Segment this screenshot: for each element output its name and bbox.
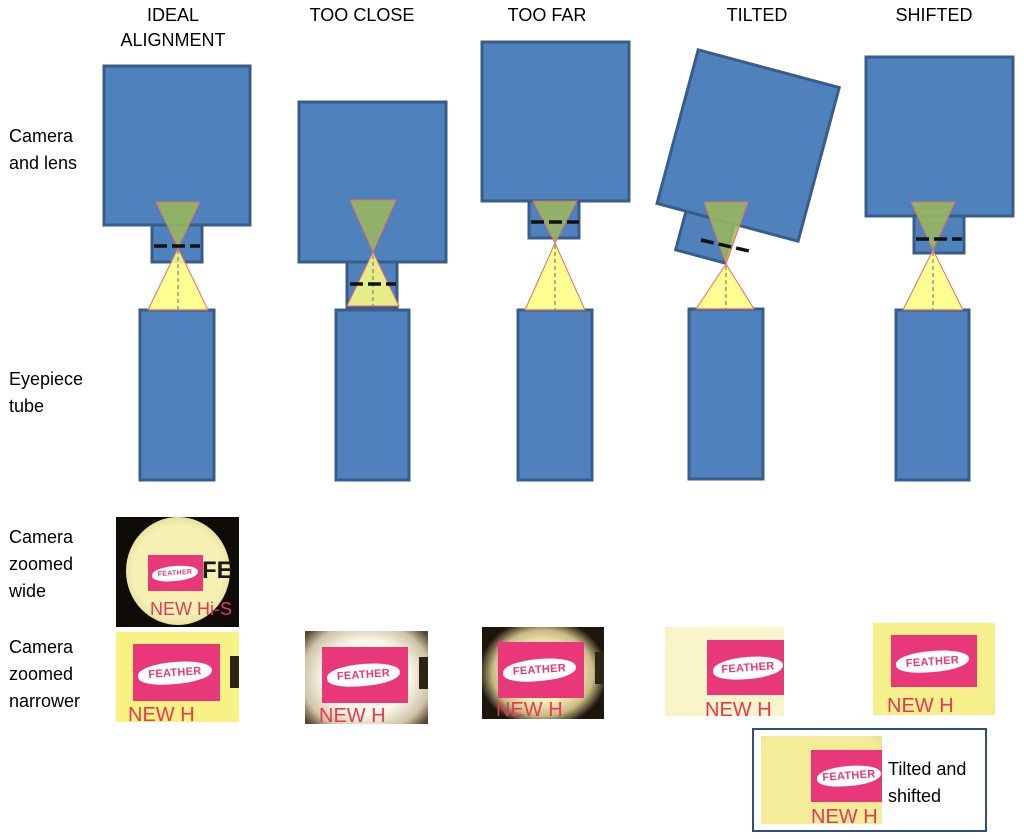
photo-ideal-wide-feather-text: FEATHER bbox=[157, 568, 193, 579]
photo-tilted-narrow: FEATHER NEW H bbox=[665, 627, 784, 716]
column-header-too-close: TOO CLOSE bbox=[309, 5, 415, 25]
shifted-eyepiece-tube bbox=[894, 308, 971, 482]
photo-tilted-red-text: NEW H bbox=[705, 699, 772, 716]
too-close-light-cone-top bbox=[349, 199, 397, 254]
column-header-tilted: TILTED bbox=[726, 5, 788, 25]
ideal-alignment-column bbox=[102, 64, 252, 482]
row-label-zoomed-narrower: Camera zoomed narrower bbox=[9, 634, 80, 715]
photo-shifted-feather-text: FEATHER bbox=[905, 653, 960, 670]
row-label-camera: Camera and lens bbox=[9, 123, 77, 177]
shifted-light-cone-top bbox=[910, 201, 956, 252]
shifted-column bbox=[864, 55, 1015, 482]
row-label-camera-line2: and lens bbox=[9, 153, 78, 173]
row-label-zoomed-wide: Camera zoomed wide bbox=[9, 524, 73, 605]
photo-tilted-feather-text: FEATHER bbox=[721, 660, 775, 676]
column-header-too-far: TOO FAR bbox=[507, 5, 587, 25]
photo-ideal-narrow: FEATHER NEW H bbox=[116, 632, 239, 722]
tilted-light-cone-bottom bbox=[695, 263, 755, 310]
photo-shifted-red-text: NEW H bbox=[887, 695, 954, 715]
row-label-camera-line1: Camera bbox=[9, 126, 74, 146]
callout-label-line1: Tilted and bbox=[888, 759, 967, 779]
too-far-column bbox=[480, 40, 631, 482]
row-label-narrow-line1: Camera bbox=[9, 637, 74, 657]
photo-too-close-narrow: FEATHER NEW H bbox=[305, 631, 428, 724]
callout-label: Tilted and shifted bbox=[888, 756, 983, 810]
photo-shifted-narrow: FEATHER NEW H bbox=[873, 623, 995, 715]
photo-ideal-narrow-dark-block bbox=[230, 656, 239, 688]
ideal-light-cone-top bbox=[155, 201, 201, 250]
too-far-camera-body bbox=[480, 40, 631, 203]
too-far-eyepiece-tube bbox=[516, 308, 594, 482]
shifted-camera-body bbox=[864, 55, 1015, 218]
alignment-diagram bbox=[102, 40, 1015, 482]
too-close-column bbox=[297, 100, 448, 482]
tilted-eyepiece-tube bbox=[687, 307, 765, 481]
photo-too-far-red-text: NEW H bbox=[496, 699, 563, 719]
photo-tilted-and-shifted: FEATHER NEW H bbox=[761, 736, 882, 824]
row-label-narrow-line2: zoomed bbox=[9, 664, 74, 684]
column-header-ideal-line2: ALIGNMENT bbox=[120, 30, 226, 50]
photo-too-close-dark-block bbox=[419, 657, 428, 689]
tilted-and-shifted-callout bbox=[752, 728, 987, 832]
row-label-wide-line3: wide bbox=[9, 581, 47, 601]
column-header-ideal-line1: IDEAL bbox=[146, 5, 200, 25]
column-header-ideal: IDEAL ALIGNMENT bbox=[98, 3, 248, 53]
tilted-sensor-plane bbox=[700, 238, 750, 253]
callout-label-line2: shifted bbox=[888, 786, 942, 806]
row-label-eyepiece-line1: Eyepiece bbox=[9, 369, 84, 389]
row-label-eyepiece-line2: tube bbox=[9, 396, 45, 416]
photo-tilted-and-shifted-feather-text: FEATHER bbox=[822, 768, 876, 784]
photo-too-far-feather-text: FEATHER bbox=[512, 662, 567, 678]
row-label-eyepiece: Eyepiece tube bbox=[9, 366, 83, 420]
photo-too-close-red-text: NEW H bbox=[319, 705, 386, 724]
photo-too-far-narrow: FEATHER NEW H bbox=[482, 627, 604, 719]
row-label-wide-line2: zoomed bbox=[9, 554, 74, 574]
photo-ideal-narrow-red-text: NEW H bbox=[128, 704, 195, 722]
ideal-eyepiece-tube bbox=[138, 308, 216, 482]
tilted-column bbox=[655, 47, 842, 481]
photo-ideal-wide-red-text: NEW Hi-S bbox=[150, 599, 232, 619]
photo-too-far-dark-block bbox=[595, 652, 604, 684]
column-header-shifted: SHIFTED bbox=[895, 5, 973, 25]
tilted-light-cone-top bbox=[703, 201, 749, 266]
photo-too-close-feather-text: FEATHER bbox=[336, 667, 391, 683]
photo-ideal-wide-big-text: FE bbox=[202, 557, 233, 584]
ideal-camera-body bbox=[102, 64, 252, 227]
row-label-wide-line1: Camera bbox=[9, 527, 74, 547]
photo-ideal-narrow-feather-text: FEATHER bbox=[148, 665, 202, 681]
photo-tilted-and-shifted-red-text: NEW H bbox=[811, 806, 878, 824]
too-close-eyepiece-tube bbox=[334, 308, 411, 482]
row-label-narrow-line3: narrower bbox=[9, 691, 81, 711]
photo-ideal-wide: FEATHER FE NEW Hi-S bbox=[116, 517, 239, 627]
